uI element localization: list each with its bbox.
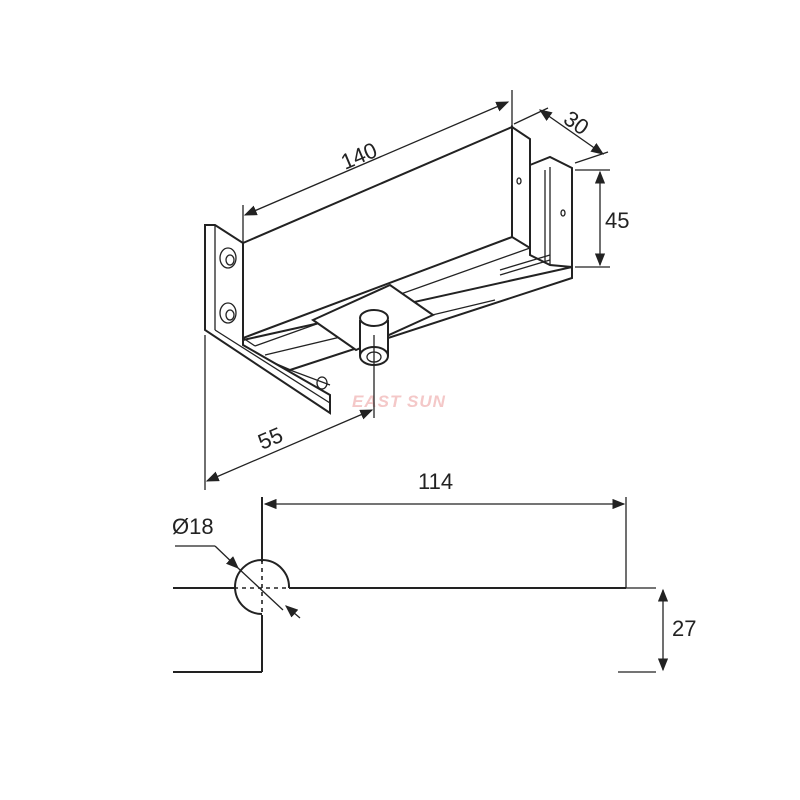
- box-side: [511, 125, 531, 250]
- mounting-hole: [219, 302, 237, 324]
- svg-text:30: 30: [559, 106, 593, 141]
- dimension-27: 27: [618, 587, 696, 673]
- watermark: EAST SUN: [352, 392, 446, 411]
- svg-text:27: 27: [672, 616, 696, 641]
- svg-text:55: 55: [254, 422, 286, 455]
- dimension-45: 45: [575, 169, 629, 268]
- isometric-view: [204, 125, 573, 415]
- svg-text:Ø18: Ø18: [172, 514, 214, 539]
- mounting-hole: [219, 247, 237, 269]
- dimension-114: 114: [263, 469, 626, 510]
- left-bracket: [204, 224, 331, 415]
- svg-text:140: 140: [337, 137, 381, 174]
- right-end-plate: [529, 155, 573, 269]
- plan-view: [173, 497, 627, 673]
- svg-text:114: 114: [418, 469, 453, 494]
- dimension-diameter: Ø18: [172, 514, 301, 619]
- svg-text:45: 45: [605, 208, 629, 233]
- pivot-circle: [234, 559, 291, 615]
